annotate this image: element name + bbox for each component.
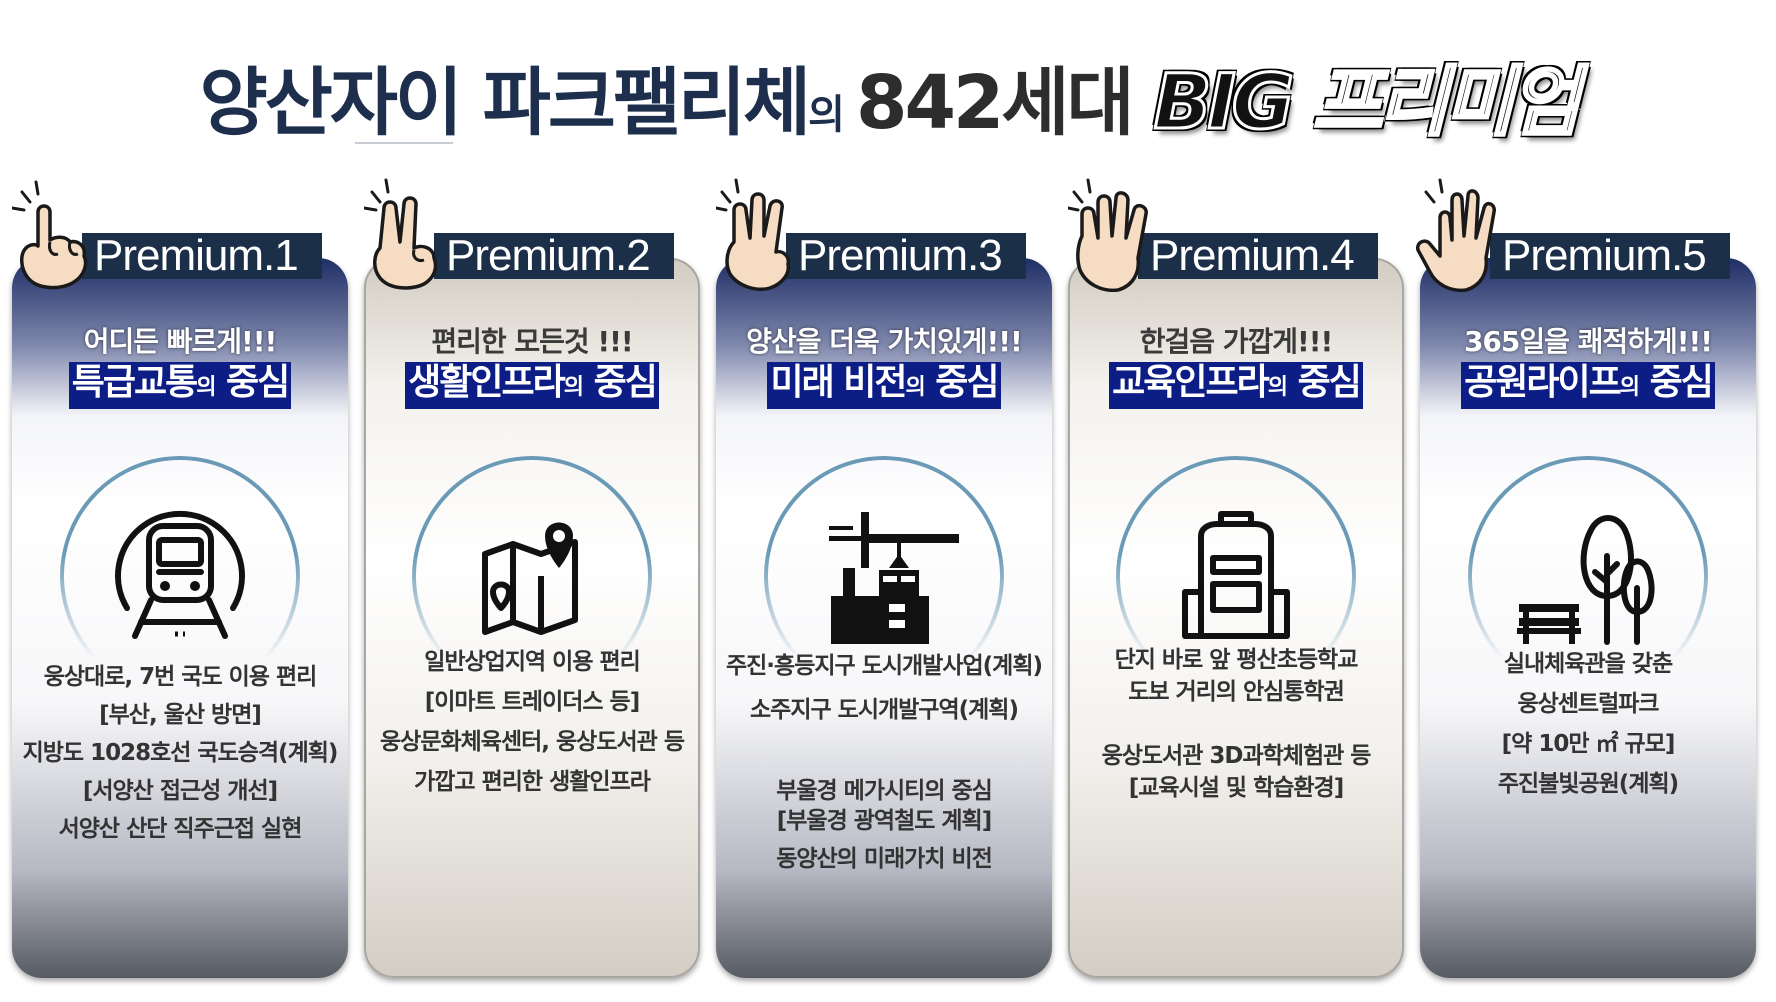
description-line: 주진불빛공원(계획) — [1497, 771, 1679, 797]
description-line: 웅상문화체육센터, 웅상도서관 등 — [380, 729, 685, 755]
description-line — [716, 732, 1052, 776]
card-highlight: 교육인프라의 중심 — [1068, 362, 1404, 409]
description-line: [교육시설 및 학습환경] — [1128, 775, 1344, 801]
card-subtitle: 한걸음 가깝게!!! — [1139, 325, 1334, 358]
description-line: 지방도 1028호선 국도승격(계획) — [22, 740, 339, 766]
highlight-main: 공원라이프 — [1464, 362, 1622, 403]
title-underline-decoration — [355, 142, 453, 144]
backpack-icon — [1182, 511, 1290, 639]
card-description: 실내체육관을 갖춘 웅상센트럴파크 [약 10만 ㎡ 규모] 주진불빛공원(계획… — [1420, 644, 1756, 804]
icon-ring — [412, 456, 652, 696]
card-description: 단지 바로 앞 평산초등학교 도보 거리의 안심통학권 웅상도서관 3D과학체험… — [1068, 644, 1404, 804]
premium-label-tab: Premium.5 — [1490, 233, 1730, 279]
description-line: 웅상센트럴파크 — [1517, 691, 1659, 717]
hand-four-fingers-icon — [1068, 178, 1148, 292]
description-line: 단지 바로 앞 평산초등학교 — [1114, 647, 1359, 673]
premium-label-tab: Premium.3 — [786, 233, 1026, 279]
hand-five-fingers-icon — [1416, 178, 1496, 292]
description-line: [이마트 트레이더스 등] — [424, 689, 640, 715]
description-line: 웅상도서관 3D과학체험관 등 — [1101, 743, 1372, 769]
card-subtitle: 어디든 빠르게!!! — [83, 325, 278, 358]
highlight-end: 중심 — [593, 362, 658, 403]
highlight-particle: 의 — [1619, 375, 1640, 400]
premium-card-5: Premium.5 365일을 쾌적하게!!! 공원라이프의 중심 실내체육관을… — [1416, 178, 1756, 978]
description-line: [서양산 접근성 개선] — [82, 778, 278, 804]
highlight-main: 생활인프라 — [408, 362, 566, 403]
card-highlight: 생활인프라의 중심 — [364, 362, 700, 409]
icon-ring — [1116, 456, 1356, 696]
subway-train-icon — [115, 510, 245, 639]
icon-ring — [60, 456, 300, 696]
card-highlight: 미래 비전의 중심 — [716, 362, 1052, 409]
premium-label-tab: Premium.2 — [434, 233, 674, 279]
highlight-particle: 의 — [563, 375, 584, 400]
description-line: 동양산의 미래가치 비전 — [776, 846, 993, 872]
description-line: 부울경 메가시티의 중심 — [776, 778, 993, 804]
hand-one-finger-icon — [12, 180, 88, 290]
description-line: 가깝고 편리한 생활인프라 — [414, 769, 651, 795]
premium-card-2: Premium.2 편리한 모든것 !!! 생활인프라의 중심 일반상업지역 이… — [364, 178, 700, 978]
card-highlight: 공원라이프의 중심 — [1420, 362, 1756, 409]
icon-ring — [1468, 456, 1708, 696]
highlight-main: 교육인프라 — [1112, 362, 1270, 403]
premium-label-tab: Premium.4 — [1138, 233, 1378, 279]
hand-three-fingers-icon — [716, 178, 791, 291]
description-line: [부산, 울산 방면] — [99, 702, 262, 728]
description-line: 서양산 산단 직주근접 실현 — [58, 816, 303, 842]
hand-two-fingers-icon — [364, 178, 438, 290]
construction-crane-icon — [829, 512, 959, 644]
premium-card-3: Premium.3 양산을 더욱 가치있게!!! 미래 비전의 중심 주진·흥등… — [716, 178, 1052, 978]
description-line: [약 10만 ㎡ 규모] — [1501, 731, 1676, 757]
title-particle: 의 — [808, 92, 845, 138]
premium-card-1: Premium.1 어디든 빠르게!!! 특급교통의 중심 웅상대로, 7번 국… — [12, 180, 348, 978]
highlight-particle: 의 — [196, 375, 216, 400]
description-line: 도보 거리의 안심통학권 — [1128, 679, 1345, 705]
card-description: 일반상업지역 이용 편리 [이마트 트레이더스 등] 웅상문화체육센터, 웅상도… — [364, 642, 700, 802]
card-description: 주진·흥등지구 도시개발사업(계획) 소주지구 도시개발구역(계획) 부울경 메… — [716, 644, 1052, 882]
icon-ring — [764, 456, 1004, 696]
title-household-count: 842세대 — [855, 60, 1135, 146]
highlight-particle: 의 — [905, 375, 925, 400]
card-subtitle: 양산을 더욱 가치있게!!! — [746, 325, 1023, 358]
highlight-end: 중심 — [1297, 362, 1362, 403]
park-bench-tree-icon — [1517, 515, 1655, 645]
card-subtitle: 365일을 쾌적하게!!! — [1463, 325, 1713, 358]
card-highlight: 특급교통의 중심 — [12, 362, 348, 409]
description-line: [부울경 광역철도 계획] — [776, 808, 992, 834]
description-line: 주진·흥등지구 도시개발사업(계획) — [725, 653, 1043, 679]
description-line — [1068, 708, 1404, 740]
title-big-premium: BIG 프리미엄 — [1152, 56, 1582, 148]
premium-label-tab: Premium.1 — [82, 233, 322, 279]
highlight-end: 중심 — [1649, 362, 1714, 403]
description-line: 일반상업지역 이용 편리 — [424, 649, 641, 675]
card-description: 웅상대로, 7번 국도 이용 편리 [부산, 울산 방면] 지방도 1028호선… — [12, 658, 348, 848]
highlight-main: 특급교통 — [71, 362, 198, 403]
description-line: 실내체육관을 갖춘 — [1503, 651, 1673, 677]
highlight-end: 중심 — [226, 362, 290, 403]
highlight-main: 미래 비전 — [770, 362, 907, 403]
description-line: 소주지구 도시개발구역(계획) — [750, 697, 1019, 723]
map-pin-icon — [482, 522, 578, 635]
title-complex-name: 양산자이 파크팰리체 — [199, 60, 811, 146]
highlight-particle: 의 — [1267, 375, 1288, 400]
premium-card-4: Premium.4 한걸음 가깝게!!! 교육인프라의 중심 단지 바로 앞 평… — [1068, 178, 1404, 978]
description-line: 웅상대로, 7번 국도 이용 편리 — [43, 664, 318, 690]
card-subtitle: 편리한 모든것 !!! — [431, 325, 633, 358]
highlight-end: 중심 — [935, 362, 999, 403]
